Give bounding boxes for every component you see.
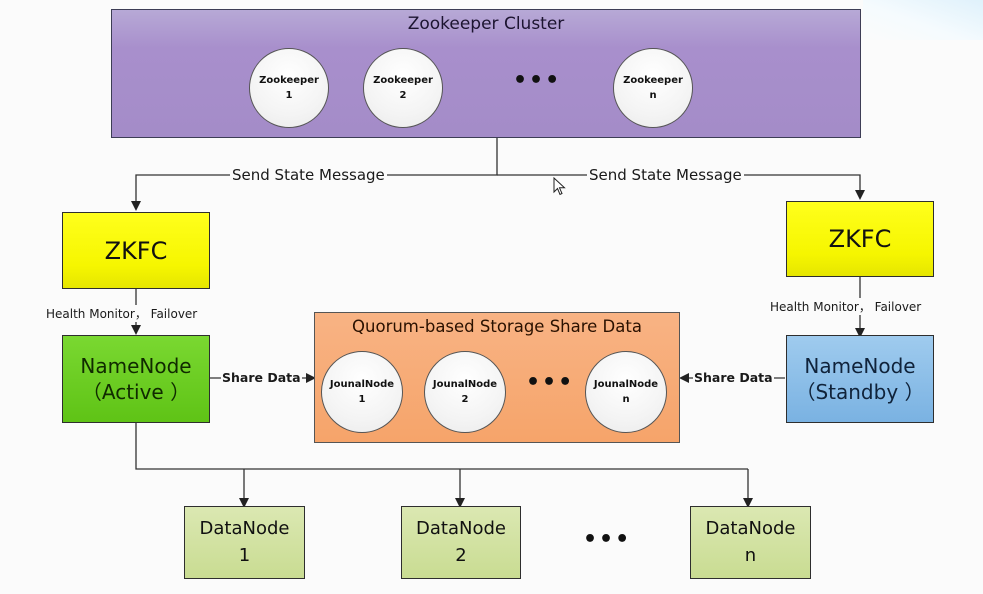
zookeeper-cluster <box>111 9 861 138</box>
datanode-index: n <box>744 544 757 566</box>
health-monitor-label-left: Health Monitor， Failover <box>46 305 198 322</box>
namenode-name: NameNode <box>804 354 916 378</box>
cluster-title: Zookeeper Cluster <box>407 14 565 34</box>
active-to-datanodes <box>135 423 748 470</box>
node-index: n <box>622 394 630 405</box>
namenode-state: （Standby ） <box>795 380 925 404</box>
datanode-name: DataNode <box>705 518 796 540</box>
share-data-label-right: Share Data <box>693 370 774 385</box>
datanode-name: DataNode <box>199 518 290 540</box>
journalnode-2[interactable]: JounalNode 2 <box>424 351 506 433</box>
zkfc-label: ZKFC <box>828 225 892 253</box>
node-name: Zookeeper <box>373 74 433 86</box>
zkfc-label: ZKFC <box>104 236 168 265</box>
node-name: JounalNode <box>593 378 659 390</box>
cluster-ellipsis: ••• <box>513 68 562 93</box>
journalnode-1[interactable]: JounalNode 1 <box>321 351 403 433</box>
background-glow <box>863 0 983 40</box>
quorum-title: Quorum-based Storage Share Data <box>352 317 642 336</box>
datanode-index: 1 <box>238 544 251 566</box>
node-name: Zookeeper <box>623 74 683 86</box>
datanode-2[interactable]: DataNode 2 <box>401 506 521 579</box>
namenode-state: （Active ） <box>81 380 191 404</box>
node-index: 1 <box>358 394 366 405</box>
quorum-ellipsis: ••• <box>526 370 575 395</box>
health-monitor-label-right: Health Monitor， Failover <box>770 298 922 315</box>
zookeeper-node-1[interactable]: Zookeeper 1 <box>249 48 329 128</box>
node-index: 2 <box>399 90 407 101</box>
node-index: 1 <box>285 90 293 101</box>
datanode-n[interactable]: DataNode n <box>690 506 811 579</box>
mouse-cursor-icon <box>553 177 566 196</box>
datanode-ellipsis: ••• <box>583 527 632 552</box>
zkfc-right[interactable]: ZKFC <box>786 201 934 277</box>
node-name: Zookeeper <box>259 74 319 86</box>
node-index: 2 <box>461 394 469 405</box>
share-data-label-left: Share Data <box>221 370 302 385</box>
datanode-name: DataNode <box>416 518 506 540</box>
node-name: JounalNode <box>329 378 395 390</box>
zookeeper-node-n[interactable]: Zookeeper n <box>613 48 693 128</box>
node-index: n <box>649 90 657 101</box>
send-state-label-left: Send State Message <box>230 166 387 184</box>
namenode-active[interactable]: NameNode （Active ） <box>62 335 210 423</box>
namenode-standby[interactable]: NameNode （Standby ） <box>786 335 934 423</box>
namenode-name: NameNode <box>80 354 192 378</box>
zookeeper-node-2[interactable]: Zookeeper 2 <box>363 48 443 128</box>
journalnode-n[interactable]: JounalNode n <box>585 351 667 433</box>
datanode-1[interactable]: DataNode 1 <box>184 506 305 579</box>
send-state-label-right: Send State Message <box>587 166 744 184</box>
datanode-index: 2 <box>455 544 467 566</box>
node-name: JounalNode <box>432 378 498 390</box>
zkfc-left[interactable]: ZKFC <box>62 212 210 289</box>
